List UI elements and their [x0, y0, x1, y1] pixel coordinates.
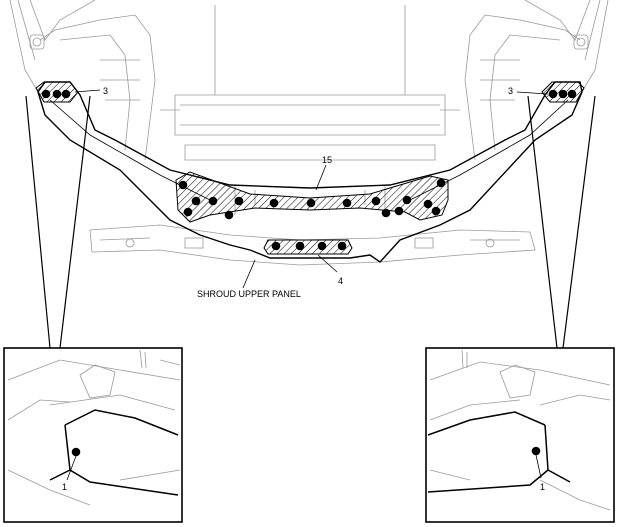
callout-detail-left: 1 [62, 482, 67, 492]
zoom-lines [25, 95, 596, 349]
weld-dot [208, 196, 218, 206]
weld-dot [269, 198, 279, 208]
callout-detail-right: 1 [540, 482, 545, 492]
weld-region-center [175, 171, 449, 223]
weld-dot [61, 89, 71, 99]
weld-dot [191, 196, 201, 206]
shroud-upper-panel-label: SHROUD UPPER PANEL [197, 289, 301, 299]
weld-dot [431, 206, 441, 216]
weld-dot [41, 89, 51, 99]
weld-dot [234, 196, 244, 206]
weld-dot [178, 180, 188, 190]
callout-center-panel: 15 [322, 155, 332, 165]
weld-dot [337, 241, 347, 251]
weld-dot [381, 208, 391, 218]
weld-dot [317, 241, 327, 251]
weld-dot [224, 210, 234, 220]
detail-weld-dot-left [71, 447, 81, 457]
weld-points [41, 89, 577, 251]
weld-dot [394, 206, 404, 216]
weld-dot [342, 198, 352, 208]
weld-dot [295, 241, 305, 251]
weld-dot [423, 199, 433, 209]
weld-dot [548, 89, 558, 99]
weld-dot [567, 89, 577, 99]
detail-weld-dot-right [531, 446, 541, 456]
weld-dot [371, 196, 381, 206]
detail-box-right: 1 [425, 347, 615, 523]
callouts [74, 89, 549, 289]
weld-dot [436, 178, 446, 188]
weld-dot [402, 195, 412, 205]
shroud-upper-panel [37, 81, 583, 263]
weld-dot [558, 89, 568, 99]
weld-dot [271, 241, 281, 251]
weld-region-lower-strip [263, 239, 353, 255]
callout-right-bracket: 3 [508, 86, 513, 96]
callout-left-bracket: 3 [103, 86, 108, 96]
weld-dot [52, 89, 62, 99]
detail-box-left: 1 [3, 347, 183, 523]
callout-lower-strip: 4 [338, 276, 343, 286]
weld-dot [306, 198, 316, 208]
weld-dot [183, 207, 193, 217]
